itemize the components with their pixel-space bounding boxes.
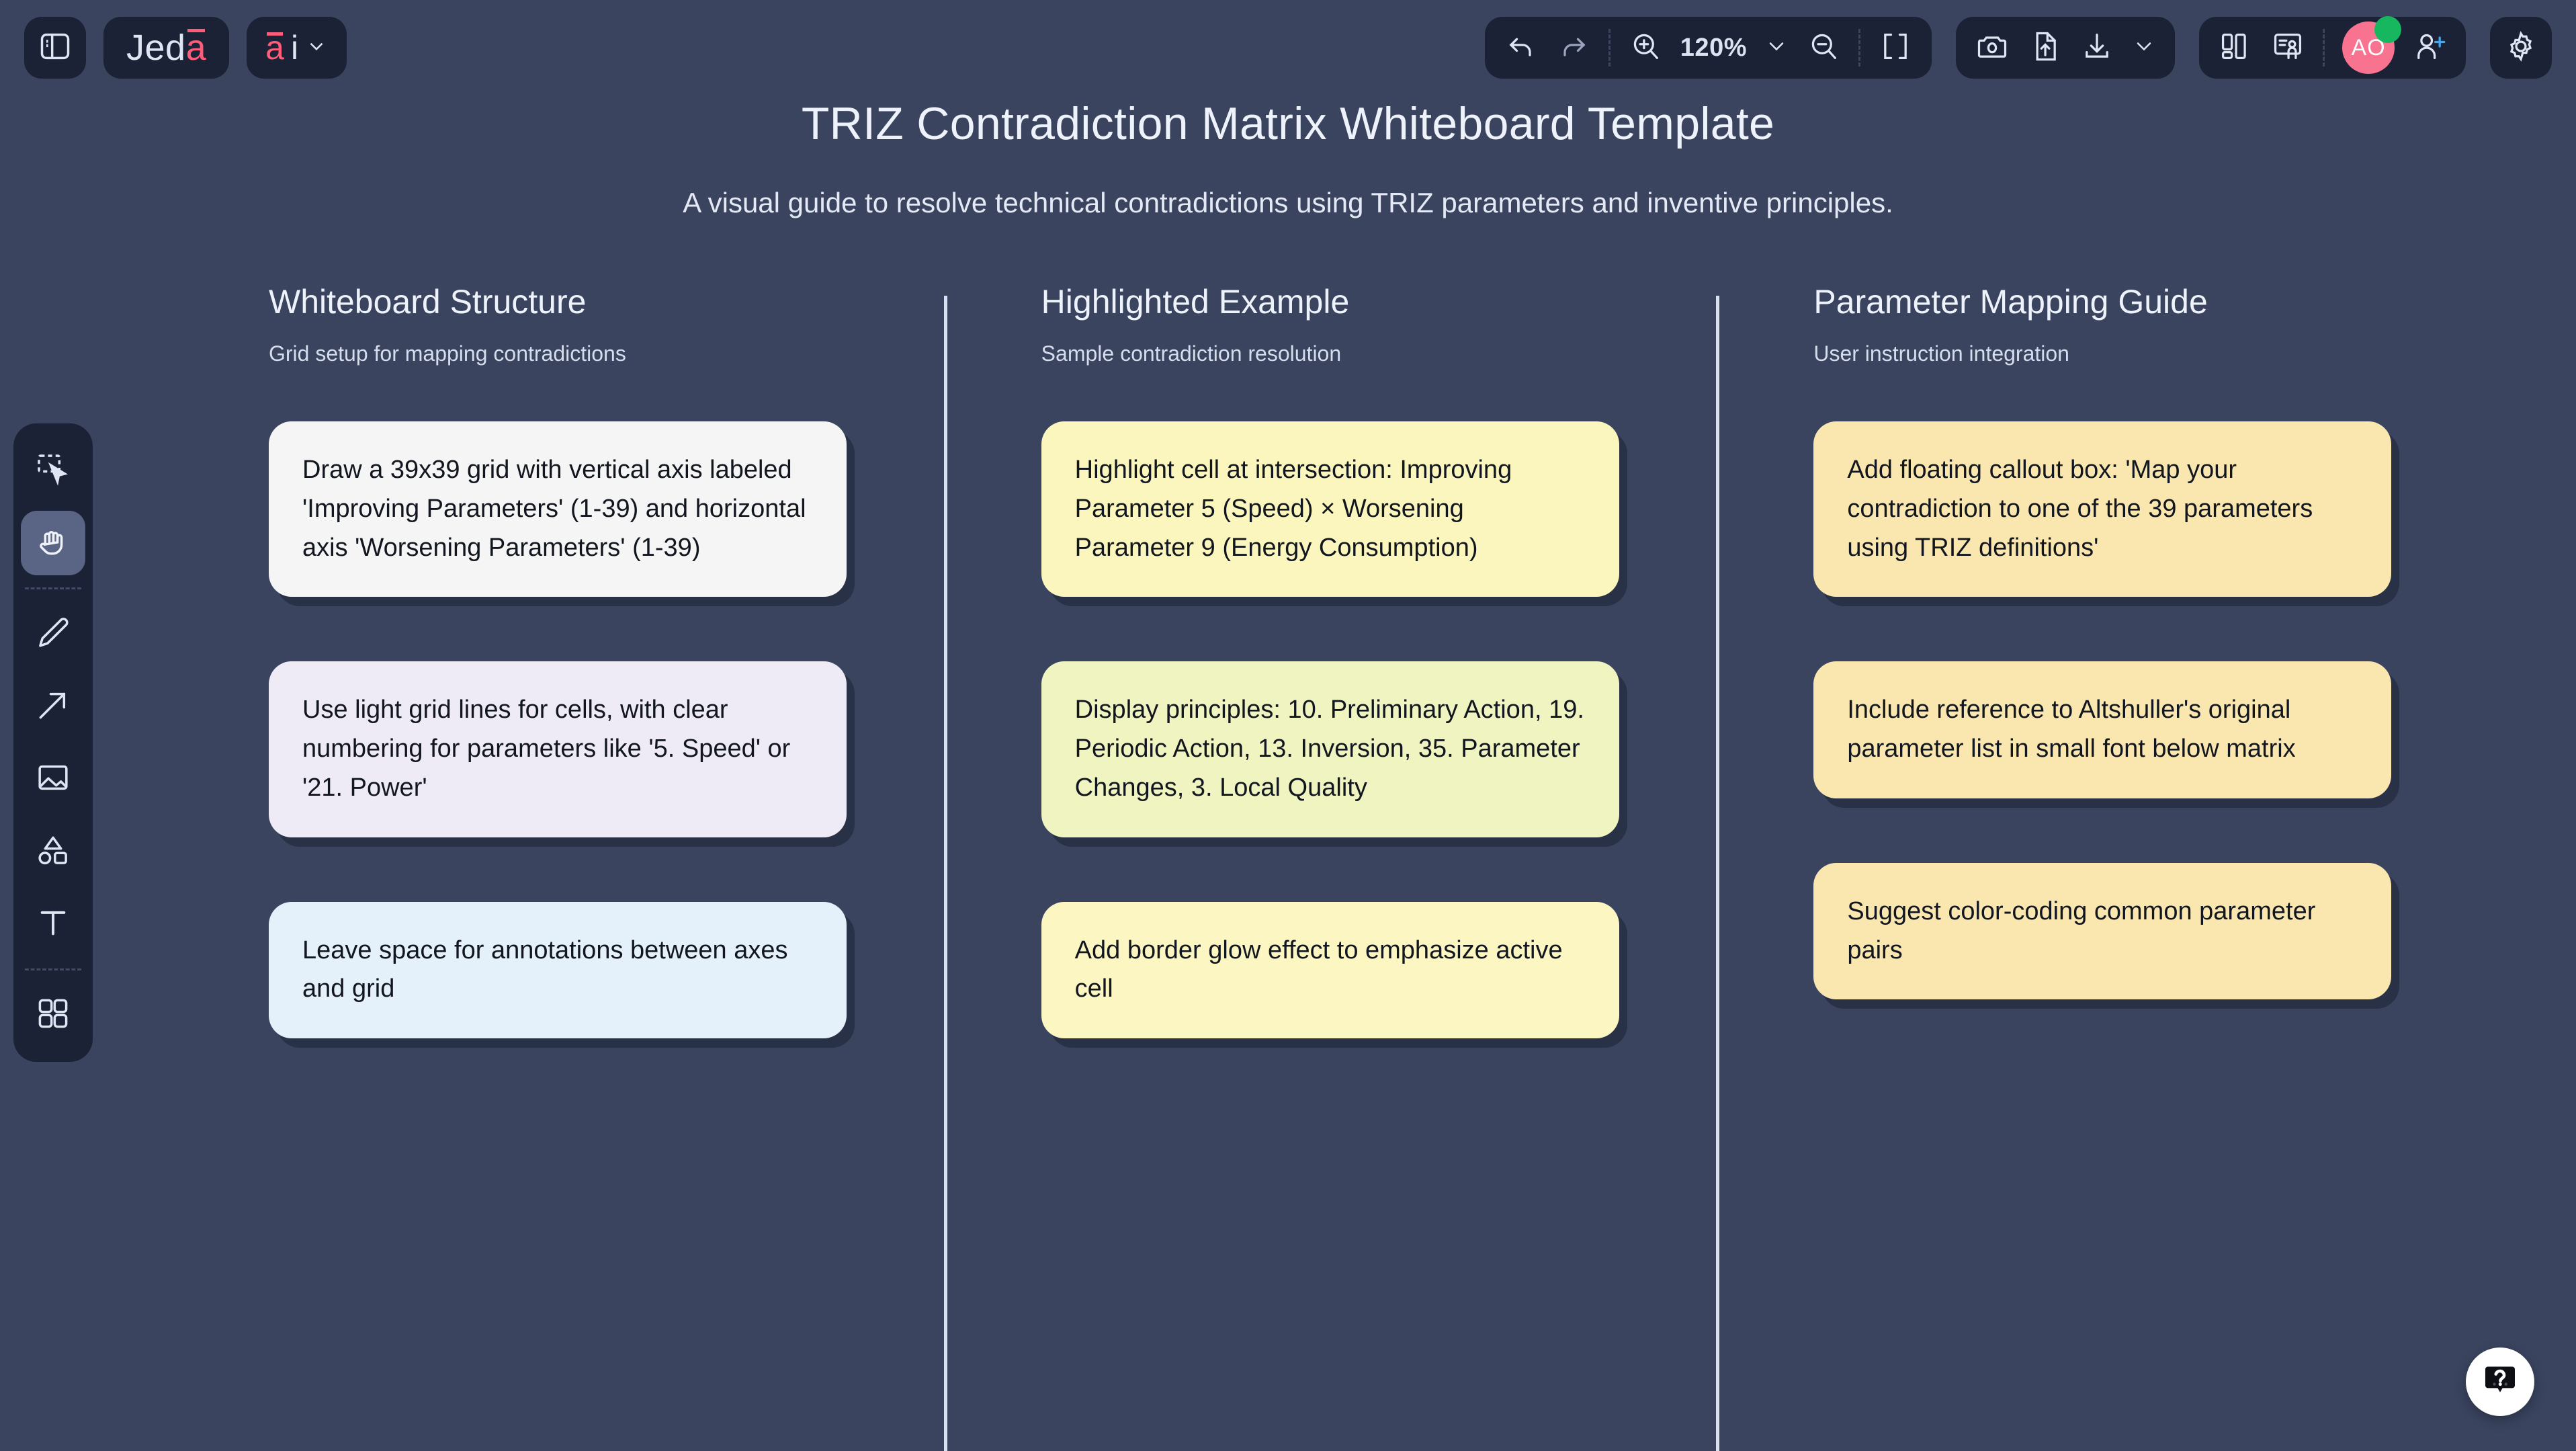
download-dropdown-button[interactable]	[2132, 34, 2156, 62]
column-whiteboard-structure: Whiteboard Structure Grid setup for mapp…	[269, 282, 944, 1451]
sticky-note[interactable]: Draw a 39x39 grid with vertical axis lab…	[269, 421, 847, 597]
camera-icon	[1975, 29, 2010, 67]
add-user-icon	[2412, 29, 2447, 67]
toolbar-divider	[1608, 29, 1611, 67]
redo-icon	[1556, 29, 1591, 67]
column-title: Highlighted Example	[1041, 283, 1350, 321]
sidebar-toggle-button[interactable]	[24, 17, 86, 79]
arrow-icon	[34, 686, 72, 727]
add-user-button[interactable]	[2412, 29, 2447, 67]
tool-divider	[25, 587, 81, 589]
image-tool[interactable]	[21, 747, 85, 811]
screenshot-button[interactable]	[1975, 29, 2010, 67]
column-highlighted-example: Highlighted Example Sample contradiction…	[943, 282, 1717, 1451]
gear-icon	[2503, 29, 2538, 67]
status-online-dot	[2374, 16, 2401, 43]
download-button[interactable]	[2079, 29, 2114, 67]
select-tool[interactable]	[21, 438, 85, 503]
toolbar-divider-2	[1858, 29, 1860, 67]
chevron-down-icon	[305, 35, 328, 61]
column-parameter-mapping-guide: Parameter Mapping Guide User instruction…	[1716, 282, 2489, 1451]
card-list: Draw a 39x39 grid with vertical axis lab…	[269, 421, 904, 1103]
ai-accent-letter: a	[265, 29, 284, 67]
history-zoom-group: 120%	[1484, 17, 1932, 79]
column-divider	[1716, 296, 1720, 1451]
chevron-down-icon	[2132, 34, 2156, 62]
apps-grid-icon	[34, 995, 72, 1036]
card-list: Highlight cell at intersection: Improvin…	[1041, 421, 1676, 1103]
sticky-note[interactable]: Use light grid lines for cells, with cle…	[269, 661, 847, 837]
zoom-dropdown-button[interactable]	[1764, 34, 1789, 62]
chevron-down-icon	[1764, 34, 1789, 62]
toolbar-right-group: 120%	[1484, 16, 2552, 79]
upload-button[interactable]	[2027, 29, 2062, 67]
layout-button[interactable]	[2218, 29, 2253, 67]
pen-tool[interactable]	[21, 602, 85, 666]
sticky-note[interactable]: Leave space for annotations between axes…	[269, 901, 847, 1038]
settings-button[interactable]	[2490, 17, 2552, 79]
ai-letter: i	[290, 29, 299, 67]
column-subtitle: User instruction integration	[1813, 341, 2069, 366]
undo-icon	[1504, 29, 1539, 67]
column-title: Whiteboard Structure	[269, 283, 587, 321]
hand-icon	[34, 523, 72, 564]
layout-grid-icon	[2218, 29, 2253, 67]
upload-icon	[2027, 29, 2062, 67]
shapes-tool[interactable]	[21, 819, 85, 884]
redo-button[interactable]	[1556, 29, 1591, 67]
undo-button[interactable]	[1504, 29, 1539, 67]
board-columns: Whiteboard Structure Grid setup for mapp…	[269, 282, 2489, 1451]
left-tool-palette	[13, 423, 93, 1062]
sticky-note[interactable]: Highlight cell at intersection: Improvin…	[1041, 421, 1619, 597]
column-subtitle: Grid setup for mapping contradictions	[269, 341, 626, 366]
sticky-note[interactable]: Include reference to Altshuller's origin…	[1813, 661, 2392, 798]
download-icon	[2079, 29, 2114, 67]
help-button[interactable]	[2466, 1348, 2534, 1416]
fit-to-screen-button[interactable]	[1878, 29, 1913, 67]
help-question-icon	[2481, 1361, 2520, 1403]
page-subtitle: A visual guide to resolve technical cont…	[683, 187, 1893, 218]
column-title: Parameter Mapping Guide	[1813, 283, 2208, 321]
macron-bar	[187, 29, 206, 32]
present-button[interactable]	[2270, 29, 2305, 67]
text-icon	[34, 904, 72, 945]
collaboration-group: AO	[2199, 16, 2466, 79]
hand-tool[interactable]	[21, 511, 85, 575]
column-divider	[943, 296, 947, 1451]
fit-to-screen-icon	[1878, 29, 1913, 67]
image-icon	[34, 759, 72, 800]
macron-bar-ai	[267, 32, 283, 36]
zoom-in-button[interactable]	[1628, 29, 1663, 67]
shapes-icon	[34, 831, 72, 872]
tool-divider-2	[25, 968, 81, 970]
panel-toggle-icon	[38, 29, 73, 67]
avatar[interactable]: AO	[2342, 16, 2401, 74]
card-list: Add floating callout box: 'Map your cont…	[1813, 421, 2448, 1064]
presentation-icon	[2270, 29, 2305, 67]
toolbar-divider-3	[2323, 29, 2325, 67]
zoom-out-icon	[1806, 29, 1841, 67]
sticky-note[interactable]: Add floating callout box: 'Map your cont…	[1813, 421, 2392, 597]
sticky-note[interactable]: Suggest color-coding common parameter pa…	[1813, 862, 2392, 1000]
zoom-in-icon	[1628, 29, 1663, 67]
ai-menu-button[interactable]: a i	[247, 17, 347, 79]
column-subtitle: Sample contradiction resolution	[1041, 341, 1342, 366]
select-marquee-icon	[34, 450, 72, 491]
text-tool[interactable]	[21, 892, 85, 956]
pen-icon	[34, 614, 72, 655]
zoom-level-label[interactable]: 120%	[1680, 33, 1747, 62]
sticky-note[interactable]: Add border glow effect to emphasize acti…	[1041, 901, 1619, 1038]
sticky-note[interactable]: Display principles: 10. Preliminary Acti…	[1041, 661, 1619, 837]
arrow-tool[interactable]	[21, 674, 85, 739]
logo-accent-letter: a	[185, 28, 207, 68]
zoom-out-button[interactable]	[1806, 29, 1841, 67]
export-group	[1956, 17, 2175, 79]
page-title: TRIZ Contradiction Matrix Whiteboard Tem…	[801, 98, 1775, 149]
apps-tool[interactable]	[21, 983, 85, 1047]
